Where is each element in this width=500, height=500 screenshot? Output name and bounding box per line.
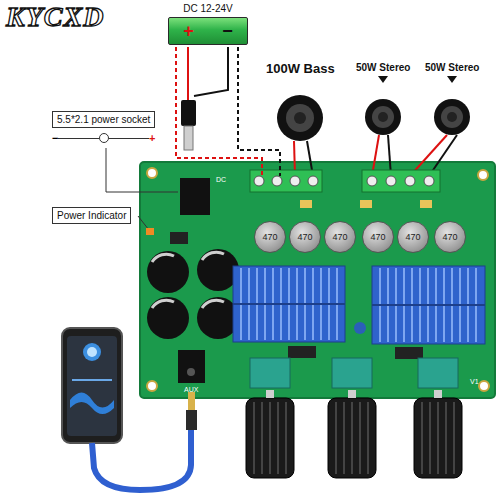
callout-box: Power Indicator [52, 207, 131, 224]
small-capacitor [354, 322, 366, 334]
inductor: 470 [397, 221, 429, 253]
inductor-value: 470 [262, 232, 277, 242]
silkscreen-label: V1 [470, 378, 479, 385]
voltage-label: DC 12-24V [168, 3, 248, 14]
callout-label: Power Indicator [52, 207, 131, 224]
inductor: 470 [434, 221, 466, 253]
battery-body: +− [168, 17, 248, 45]
led [146, 228, 154, 235]
watermark-logo: KYCXD [6, 1, 104, 33]
inductor-value: 470 [332, 232, 347, 242]
inductor: 470 [289, 221, 321, 253]
inductor: 470 [324, 221, 356, 253]
minus-sign: − [52, 132, 58, 144]
speaker-label: 50W Stereo [425, 62, 479, 73]
dc-socket [180, 178, 210, 215]
socket-hole [99, 133, 109, 143]
speaker-symbols [277, 95, 470, 141]
barrel-plug [181, 100, 196, 150]
regulator-chip [170, 232, 188, 244]
socket-label: 5.5*2.1 power socket [52, 111, 155, 128]
speaker-label: 100W Bass [266, 61, 335, 76]
phone [62, 328, 122, 443]
mounting-holes [147, 168, 489, 391]
inductor-value: 470 [297, 232, 312, 242]
socket-symbol: −+ [52, 131, 155, 145]
screw-terminals [250, 170, 440, 208]
speaker-label: 50W Stereo [356, 62, 410, 73]
inductor-value: 470 [442, 232, 457, 242]
silkscreen-label: AUX [184, 386, 198, 393]
plus-sign: + [149, 132, 155, 144]
wire-line [58, 138, 98, 139]
minus-sign: − [222, 21, 233, 42]
inductor: 470 [362, 221, 394, 253]
callout-box: 5.5*2.1 power socket−+ [52, 111, 155, 145]
capacitors [147, 249, 239, 339]
heatsinks [233, 266, 485, 344]
aux-cable [92, 392, 197, 490]
inductor-value: 470 [370, 232, 385, 242]
power-wires [176, 47, 280, 176]
inductor: 470 [254, 221, 286, 253]
aux-jack [178, 350, 205, 383]
wire-line [109, 138, 149, 139]
battery: DC 12-24V+− [168, 3, 248, 45]
silkscreen-label: DC [216, 176, 226, 183]
circuit-board [140, 162, 495, 398]
potentiometers [246, 358, 462, 478]
plus-sign: + [183, 21, 194, 42]
chips [288, 346, 423, 359]
inductor-value: 470 [405, 232, 420, 242]
pointer-triangles [378, 76, 457, 83]
